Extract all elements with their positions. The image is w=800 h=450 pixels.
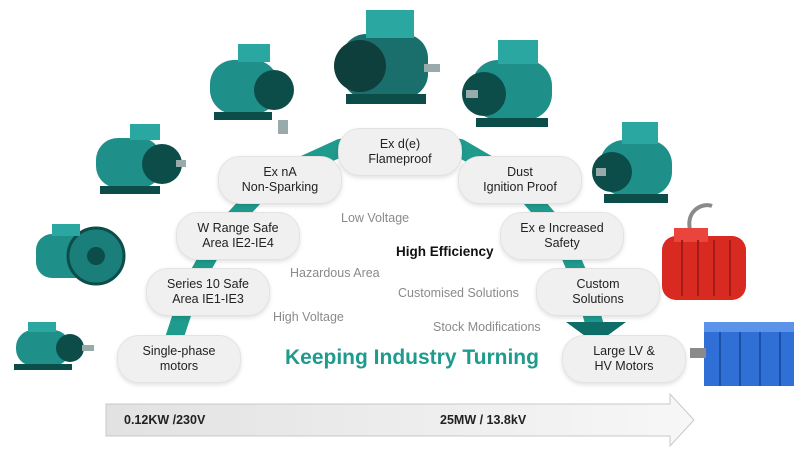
step-single-phase-motors[interactable]: Single-phase motors [117,335,241,383]
feature-hazardous-area: Hazardous Area [290,266,380,280]
feature-stock-modifications: Stock Modifications [433,320,541,334]
feature-customised-solutions: Customised Solutions [398,286,519,300]
teal-motor-icon [592,122,672,203]
teal-motor-icon [210,44,294,134]
scale-arrow [105,392,695,448]
step-custom-solutions[interactable]: Custom Solutions [536,268,660,316]
flameproof-motor-icon [334,10,440,104]
red-motor-icon [662,203,746,300]
step-series-10-safe-area[interactable]: Series 10 Safe Area IE1-IE3 [146,268,270,316]
scale-end-label: 25MW / 13.8kV [440,413,527,427]
arch-arrowhead [566,322,626,344]
tagline: Keeping Industry Turning [285,346,539,369]
teal-motor-icon [462,40,552,127]
small-teal-motor-icon [14,322,94,370]
feature-high-voltage: High Voltage [273,310,344,324]
step-ex-na-non-sparking[interactable]: Ex nA Non-Sparking [218,156,342,204]
step-ex-e-increased-safety[interactable]: Ex e Increased Safety [500,212,624,260]
step-w-range-safe-area[interactable]: W Range Safe Area IE2-IE4 [176,212,300,260]
scale-start-label: 0.12KW /230V [124,413,206,427]
step-large-lv-hv-motors[interactable]: Large LV & HV Motors [562,335,686,383]
feature-high-efficiency: High Efficiency [396,244,494,259]
step-ex-de-flameproof[interactable]: Ex d(e) Flameproof [338,128,462,176]
step-dust-ignition-proof[interactable]: Dust Ignition Proof [458,156,582,204]
feature-low-voltage: Low Voltage [341,211,410,225]
teal-flange-motor-icon [36,224,126,286]
blue-hv-motor-icon [690,322,794,386]
teal-motor-icon [96,124,186,194]
